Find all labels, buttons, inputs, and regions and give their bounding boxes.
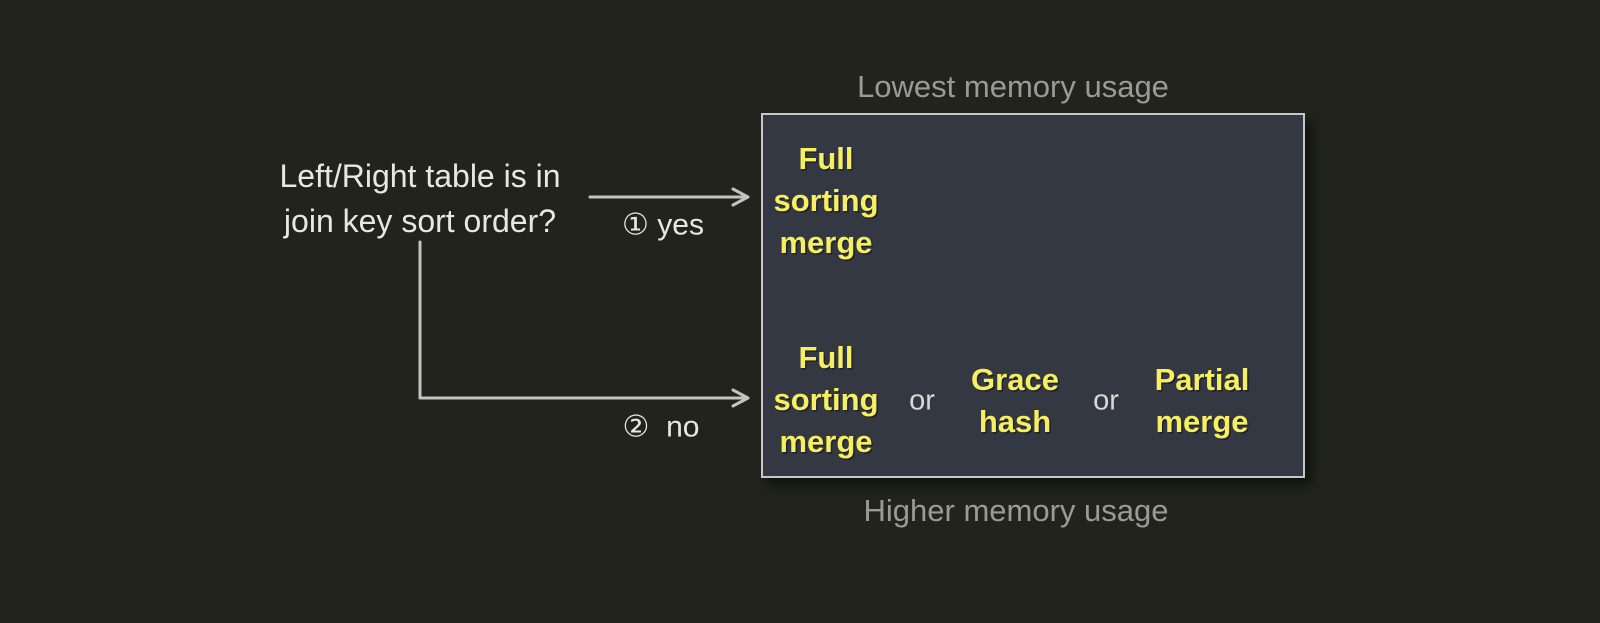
algorithm-full-sorting-merge-sorted: Full sorting merge <box>773 141 879 260</box>
arrow-no-head-icon <box>731 388 750 408</box>
algorithm-box: Full sorting merge Full sorting merge or… <box>761 113 1305 478</box>
question-text: Left/Right table is in join key sort ord… <box>279 158 561 239</box>
caption-higher-memory: Higher memory usage <box>863 493 1169 528</box>
branch-label-no: ② no <box>622 410 700 444</box>
algorithm-partial-merge: Partial merge <box>1154 362 1250 439</box>
or-separator-1: or <box>909 384 935 417</box>
arrow-no-elbow-line <box>418 240 747 400</box>
arrow-yes-head-icon <box>731 187 750 207</box>
branch-label-yes: ① yes <box>622 208 704 242</box>
algorithm-full-sorting-merge-unsorted: Full sorting merge <box>773 340 879 459</box>
or-separator-2: or <box>1093 384 1119 417</box>
caption-lowest-memory: Lowest memory usage <box>857 69 1169 104</box>
algorithm-grace-hash: Grace hash <box>971 362 1059 439</box>
